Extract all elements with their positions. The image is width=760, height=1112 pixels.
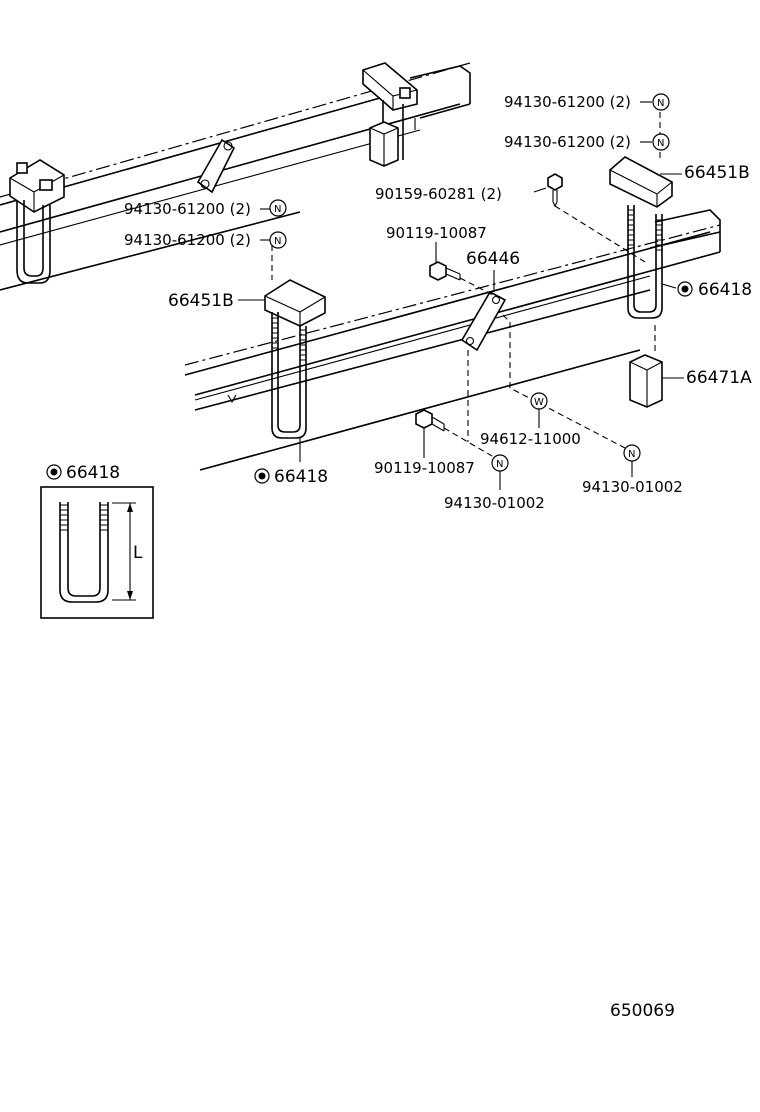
label-ubolt-right: 66418 bbox=[661, 280, 752, 300]
label-text: 94130-61200 (2) bbox=[504, 133, 631, 151]
label-text: 94130-01002 bbox=[444, 494, 545, 512]
label-nut-top1: 94130-61200 (2) N bbox=[504, 93, 670, 111]
lower-right-ubolt bbox=[627, 205, 663, 319]
label-nut-top2: 94130-61200 (2) N bbox=[504, 133, 670, 151]
nut-symbol: N bbox=[274, 204, 281, 215]
bolt-90159 bbox=[547, 173, 563, 208]
upper-shackle-link bbox=[196, 138, 236, 194]
nut-symbol: N bbox=[657, 138, 664, 149]
label-text: 90159-60281 (2) bbox=[375, 185, 502, 203]
label-text: 94130-61200 (2) bbox=[124, 231, 251, 249]
label-text: 90119-10087 bbox=[374, 459, 475, 477]
label-text: 90119-10087 bbox=[386, 224, 487, 242]
label-ubolt-left: 66418 bbox=[254, 438, 328, 487]
nut-symbol: N bbox=[657, 98, 664, 109]
label-text: 66418 bbox=[698, 280, 752, 300]
lower-left-ubolt bbox=[271, 312, 307, 439]
diagram-id: 650069 bbox=[610, 1001, 675, 1021]
inset-dimension-label: L bbox=[133, 543, 143, 563]
inset-title: 66418 bbox=[66, 463, 120, 483]
nut-symbol: N bbox=[274, 236, 281, 247]
label-text: 66418 bbox=[274, 467, 328, 487]
bolt-upper bbox=[429, 261, 461, 281]
label-bolt-lower: 90119-10087 bbox=[374, 428, 475, 477]
label-text: 94612-11000 bbox=[480, 430, 581, 448]
label-nut-bottom-mid: N 94130-01002 bbox=[444, 454, 545, 512]
nut-symbol: N bbox=[496, 459, 503, 470]
label-block-right: 66471A bbox=[662, 368, 752, 388]
upper-right-ubolt-assembly bbox=[362, 62, 418, 167]
label-nut-left1: 94130-61200 (2) N bbox=[124, 199, 287, 218]
label-bracket-right: 66451B bbox=[660, 163, 750, 183]
label-text: 66446 bbox=[466, 249, 520, 269]
label-text: 94130-01002 bbox=[582, 478, 683, 496]
nut-symbol: N bbox=[628, 449, 635, 460]
upper-left-ubolt-assembly bbox=[9, 159, 65, 284]
assembly-lines bbox=[271, 112, 661, 457]
lower-frame-rail bbox=[184, 209, 721, 471]
label-text: 94130-61200 (2) bbox=[504, 93, 631, 111]
label-text: 66471A bbox=[686, 368, 752, 388]
label-text: 66451B bbox=[684, 163, 750, 183]
lower-right-bracket bbox=[609, 156, 673, 208]
label-bolt-upper: 90119-10087 bbox=[386, 224, 487, 262]
label-nut-bottom-right: N 94130-01002 bbox=[582, 444, 683, 496]
label-washer: W 94612-11000 bbox=[480, 392, 581, 448]
link-plate-66446 bbox=[460, 290, 507, 352]
lower-left-bracket bbox=[264, 279, 326, 327]
inset-ubolt-detail: 66418 L bbox=[40, 463, 154, 619]
washer-symbol: W bbox=[534, 397, 544, 408]
label-bolt-90159: 90159-60281 (2) bbox=[375, 185, 547, 203]
label-text: 66451B bbox=[168, 291, 234, 311]
label-part-66446: 66446 bbox=[466, 249, 520, 292]
bolt-lower bbox=[415, 409, 445, 432]
label-bracket-left: 66451B bbox=[168, 291, 265, 311]
label-text: 94130-61200 (2) bbox=[124, 200, 251, 218]
spring-seat-block bbox=[629, 354, 663, 408]
label-nut-left2: 94130-61200 (2) N bbox=[124, 231, 287, 249]
